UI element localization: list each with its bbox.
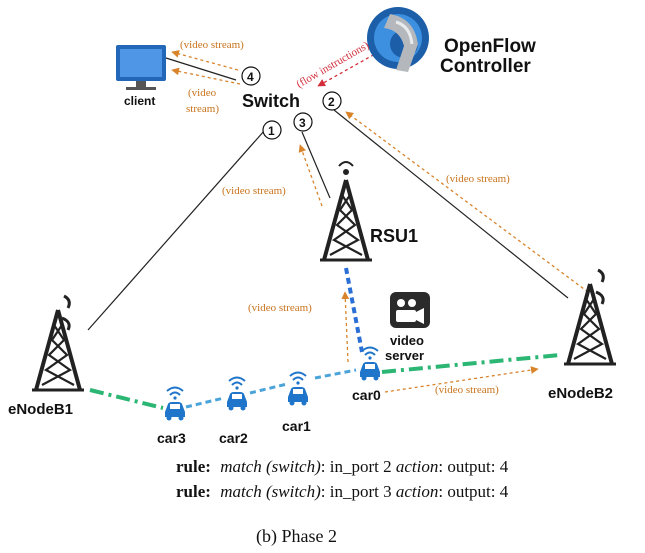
enodeb1-tower-icon <box>30 294 86 392</box>
port-badges: 4 2 1 3 <box>241 66 342 140</box>
car3-label: car3 <box>157 430 186 446</box>
link-switch-rsu1 <box>301 131 331 199</box>
stream-label-car0-rsu: (video stream) <box>248 302 312 314</box>
stream-label-client-bottom-1: (video <box>188 87 217 99</box>
car1-label: car1 <box>282 418 311 434</box>
rsu-link-car0 <box>344 267 364 353</box>
enodeb2-label: eNodeB2 <box>548 385 613 402</box>
video-camera-icon <box>390 292 430 328</box>
stream-arrow-enodeb2-switch <box>345 111 589 293</box>
car0-label: car0 <box>352 387 381 403</box>
rule-2: rule: match (switch): in_port 3 action: … <box>176 482 509 501</box>
car3-icon <box>164 386 186 422</box>
rule-1: rule: match (switch): in_port 2 action: … <box>176 457 509 476</box>
client-label: client <box>124 94 155 108</box>
stream-arrow-car0-rsu <box>341 291 350 363</box>
stream-arrow-rsu-switch <box>298 144 323 207</box>
stream-label-client-top: (video stream) <box>180 39 244 51</box>
link-switch-enodeb2 <box>333 109 569 299</box>
stream-label-car0-enodeb2: (video stream) <box>435 384 499 396</box>
rule-1-keyword: rule: <box>176 457 211 476</box>
flow-instructions-arrow <box>317 39 401 87</box>
port-2-badge <box>322 91 342 111</box>
rule-1-match: match (switch) <box>220 457 321 476</box>
openflow-logo-icon <box>367 7 429 72</box>
rule-1-action: action <box>396 457 439 476</box>
car1-icon <box>287 371 309 407</box>
enodeb2-tower-icon <box>562 268 618 366</box>
client-monitor-icon <box>116 45 166 90</box>
port-4-badge <box>241 66 261 86</box>
car2-label: car2 <box>219 430 248 446</box>
rule-2-match: match (switch) <box>220 482 321 501</box>
flow-instructions-label: (flow instructions) <box>295 39 372 90</box>
v2v-links <box>185 368 357 409</box>
link-switch-client <box>165 57 237 81</box>
link-switch-enodeb1 <box>87 121 273 331</box>
lte-link-enodeb1-car3 <box>89 388 164 410</box>
rule-2-output: : output: 4 <box>438 482 508 501</box>
stream-arrow-car0-enodeb2 <box>384 366 539 393</box>
port-1-badge <box>262 120 282 140</box>
controller-label-line1: OpenFlow <box>444 36 536 57</box>
enodeb1-label: eNodeB1 <box>8 401 73 418</box>
lte-link-car0-enodeb2 <box>381 353 561 374</box>
wired-links <box>87 57 569 331</box>
rsu1-tower-icon <box>318 161 374 262</box>
port-3-label: 3 <box>299 116 306 130</box>
wireless-links <box>89 267 561 410</box>
rule-1-output: : output: 4 <box>438 457 508 476</box>
stream-label-rsu-switch: (video stream) <box>222 185 286 197</box>
car2-icon <box>226 376 248 412</box>
rule-2-action: action <box>396 482 439 501</box>
stream-label-client-bottom-2: stream) <box>186 103 219 115</box>
stream-arrow-switch-client-bottom <box>171 67 241 85</box>
figure-caption: (b) Phase 2 <box>256 526 337 547</box>
rule-1-port: : in_port 2 <box>321 457 396 476</box>
video-stream-arrows <box>171 50 589 393</box>
port-1-label: 1 <box>268 124 275 138</box>
controller-label-line2: Controller <box>440 56 531 77</box>
rsu1-label: RSU1 <box>370 226 418 246</box>
port-3-badge <box>293 112 313 132</box>
rule-2-keyword: rule: <box>176 482 211 501</box>
port-4-label: 4 <box>247 70 254 84</box>
car0-icon <box>359 346 381 382</box>
port-2-label: 2 <box>328 95 335 109</box>
rule-2-port: : in_port 3 <box>321 482 396 501</box>
video-server-label-line2: server <box>385 348 424 363</box>
stream-label-enodeb2-switch: (video stream) <box>446 173 510 185</box>
video-server-label-line1: video <box>390 333 424 348</box>
stream-arrow-switch-client-top <box>171 50 239 71</box>
switch-label: Switch <box>242 91 300 111</box>
